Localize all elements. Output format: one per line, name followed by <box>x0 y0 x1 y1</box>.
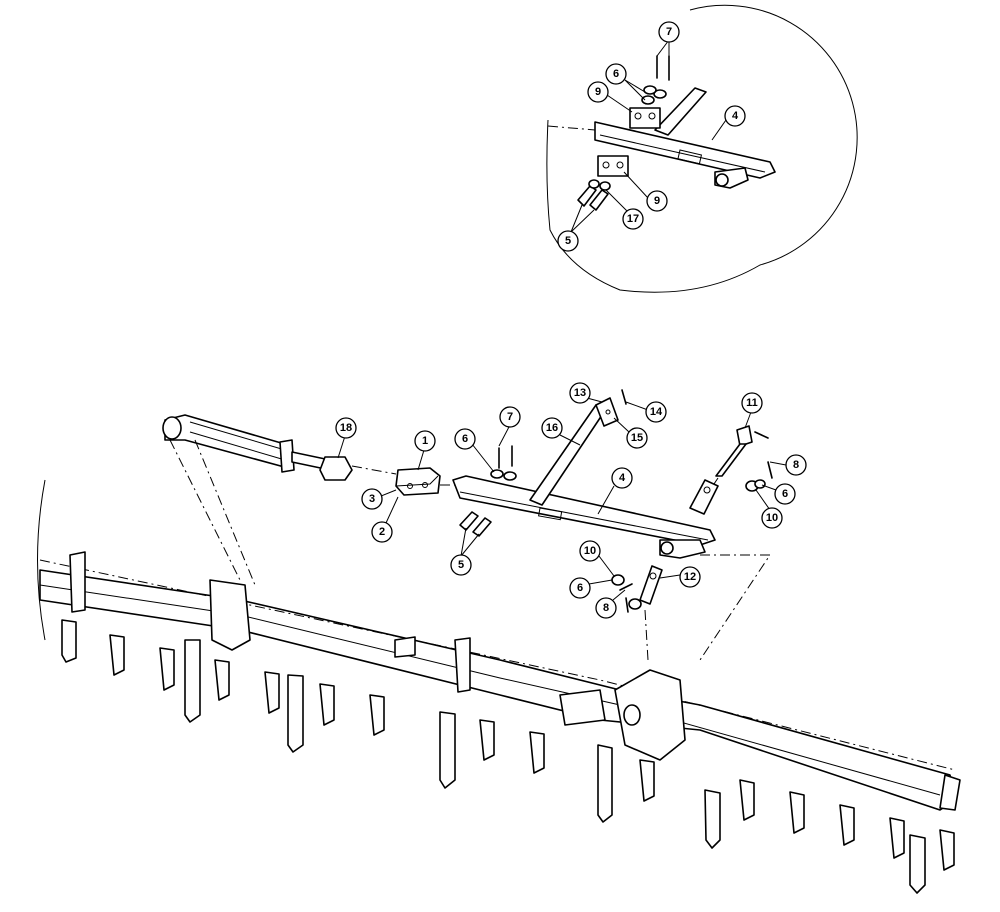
detail-plate-lower <box>597 155 629 177</box>
callout-label: 10 <box>766 512 778 524</box>
callout-main-18: 18 <box>335 417 357 459</box>
callout-detail-9a: 9 <box>587 81 633 113</box>
callout-label: 18 <box>340 422 352 434</box>
callout-label: 17 <box>627 213 639 225</box>
callout-label: 13 <box>574 387 586 399</box>
callout-label: 11 <box>746 397 758 409</box>
callout-main-2: 2 <box>371 496 399 543</box>
callout-detail-17: 17 <box>605 189 644 230</box>
detail-circle-outline <box>546 4 858 293</box>
callout-label: 4 <box>619 472 626 484</box>
sleeve-part-18 <box>319 456 397 481</box>
callout-label: 7 <box>507 411 513 423</box>
callout-detail-9b: 9 <box>623 171 668 212</box>
callout-label: 6 <box>462 433 468 445</box>
callout-label: 6 <box>577 582 583 594</box>
callout-label: 8 <box>603 602 609 614</box>
callout-main-5: 5 <box>450 527 480 576</box>
callout-main-6b: 6 <box>761 483 796 505</box>
callout-main-11: 11 <box>741 392 763 429</box>
callout-label: 9 <box>595 86 601 98</box>
callout-main-3: 3 <box>361 488 397 510</box>
callout-label: 9 <box>654 195 660 207</box>
callout-main-8b: 8 <box>595 589 626 619</box>
toolbar-beam <box>39 551 961 811</box>
callout-label: 10 <box>584 545 596 557</box>
callout-detail-5: 5 <box>557 204 595 252</box>
callout-main-4: 4 <box>597 467 633 515</box>
callout-main-12: 12 <box>659 566 701 588</box>
main-assembly <box>37 389 961 894</box>
callout-main-8a: 8 <box>769 454 807 476</box>
callout-label: 8 <box>793 459 799 471</box>
callout-main-6c: 6 <box>569 577 613 599</box>
callout-label: 12 <box>684 571 696 583</box>
bolt-part-14 <box>621 389 627 405</box>
bracket-upper <box>689 479 719 515</box>
callout-label: 5 <box>458 559 464 571</box>
bracket-part-12 <box>611 565 663 613</box>
callout-label: 3 <box>369 493 375 505</box>
callout-detail-6: 6 <box>605 63 646 101</box>
callout-main-1: 1 <box>414 430 436 471</box>
callout-label: 6 <box>782 488 788 500</box>
callout-main-15: 15 <box>613 417 648 449</box>
callout-label: 2 <box>379 526 385 538</box>
frame-member-part-4 <box>440 475 716 559</box>
block-part-1 <box>395 467 441 496</box>
callout-detail-7: 7 <box>656 21 680 57</box>
callout-main-14: 14 <box>625 401 667 423</box>
main-circle-outline <box>37 479 46 641</box>
callout-label: 16 <box>546 422 558 434</box>
detail-strut <box>654 87 707 136</box>
strut-part-16 <box>529 397 619 506</box>
callout-label: 14 <box>650 406 663 418</box>
hydraulic-cylinder <box>162 414 331 586</box>
callout-main-7: 7 <box>498 406 521 447</box>
callout-main-10b: 10 <box>579 540 615 577</box>
callout-main-16: 16 <box>541 417 581 446</box>
callout-label: 15 <box>631 432 643 444</box>
callout-label: 4 <box>732 110 739 122</box>
callout-label: 7 <box>666 26 672 38</box>
callouts: 7 6 9 4 9 17 5 <box>335 21 807 619</box>
callout-main-10a: 10 <box>755 489 783 529</box>
callout-label: 6 <box>613 68 619 80</box>
callout-main-6a: 6 <box>454 428 495 473</box>
callout-label: 5 <box>565 235 571 247</box>
link-part-11 <box>709 425 769 491</box>
callout-main-13: 13 <box>569 382 603 404</box>
callout-detail-4: 4 <box>711 105 746 141</box>
callout-label: 1 <box>422 435 428 447</box>
detail-inset <box>546 4 858 293</box>
shank-row <box>61 619 955 894</box>
detail-plate-upper <box>629 107 661 129</box>
